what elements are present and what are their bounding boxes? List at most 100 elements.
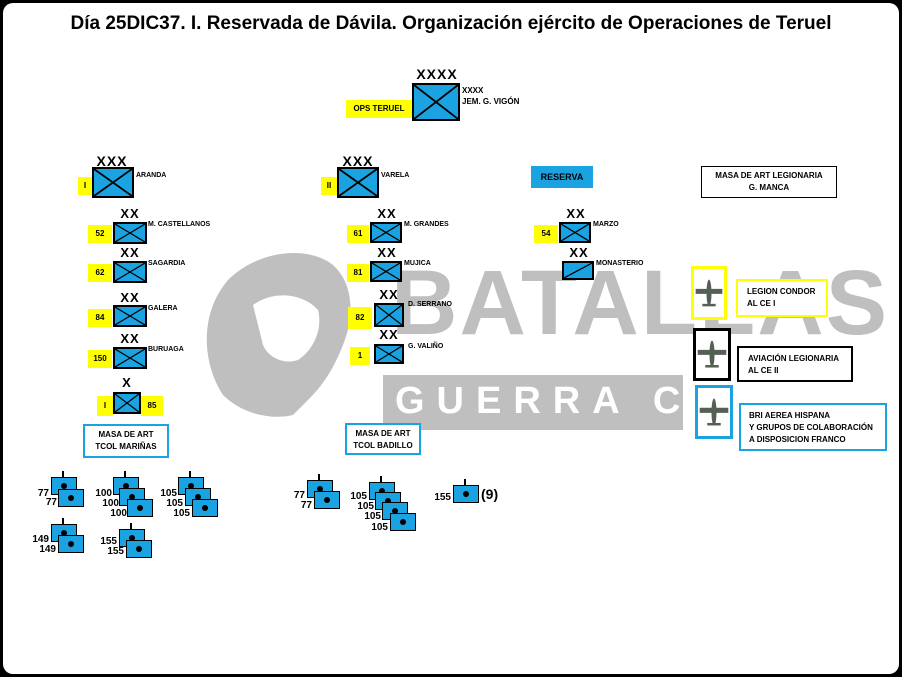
- div-res-2-name: MONASTERIO: [596, 260, 644, 267]
- div-ii-4-number: 1: [350, 347, 370, 365]
- corps-i-echelon: XXX: [96, 153, 128, 169]
- corps-i-numeral: I: [78, 177, 92, 195]
- artillery-battery-icon: [58, 535, 84, 553]
- div-res-1-number: 54: [534, 225, 558, 243]
- div-ii-3-name: D. SERRANO: [408, 301, 452, 308]
- div-i-1-unit-symbol: [113, 222, 147, 244]
- art-ii-2-a: 105: [350, 491, 367, 502]
- div-i-1-echelon: XX: [120, 206, 140, 221]
- watermark-logo-icon: [206, 253, 683, 430]
- artillery-battery-icon: [126, 540, 152, 558]
- art-i-1-b: 77: [45, 497, 57, 508]
- artillery-battery-icon: [453, 479, 479, 503]
- reserva-label: RESERVA: [531, 166, 593, 188]
- div-ii-3-unit-symbol: [374, 303, 404, 327]
- div-res-1-echelon: XX: [566, 206, 586, 221]
- art-i-4-b: 149: [39, 544, 56, 555]
- div-ii-3-number: 82: [348, 307, 372, 329]
- brigade-left-label: I: [97, 396, 113, 416]
- corps-i-commander: ARANDA: [136, 172, 167, 179]
- art-i-3-b: 105: [166, 498, 183, 509]
- legion-condor-plane-icon: [691, 266, 727, 320]
- art-ii-1-b: 77: [300, 500, 312, 511]
- art-i-5-b: 155: [107, 546, 124, 557]
- diagram-frame: Día 25DIC37. I. Reservada de Dávila. Org…: [3, 3, 899, 674]
- art-i-2-a: 100: [95, 488, 112, 499]
- corps-ii-unit-symbol: [337, 167, 379, 198]
- div-res-2-unit-symbol: [562, 261, 594, 280]
- masa-ii-line1: MASA DE ART: [355, 429, 411, 438]
- aviacion-legionaria-plane-icon: [693, 328, 731, 381]
- art-i-3-a: 105: [160, 488, 177, 499]
- corps-ii-numeral: II: [321, 177, 337, 195]
- masa-ii-box: MASA DE ART TCOL BADILLO: [345, 423, 421, 455]
- div-ii-2-echelon: XX: [377, 245, 397, 260]
- artillery-battery-icon: [390, 513, 416, 531]
- brigade-unit-symbol: [113, 392, 141, 414]
- hq-unit-symbol: [412, 83, 460, 121]
- air-2-box: AVIACIÓN LEGIONARIA AL CE II: [737, 346, 853, 382]
- brigade-right-label: 85: [141, 396, 163, 416]
- div-ii-1-unit-symbol: [370, 222, 402, 243]
- art-i-3-c: 105: [173, 508, 190, 519]
- masa-legionaria-box: MASA DE ART LEGIONARIA G. MANCA: [701, 166, 837, 198]
- air-2-line1: AVIACIÓN LEGIONARIA: [748, 354, 839, 363]
- artillery-battery-icon: [58, 489, 84, 507]
- air-3-line3: A DISPOSICION FRANCO: [749, 435, 846, 444]
- div-i-3-name: GALERA: [148, 305, 178, 312]
- div-res-2-echelon: XX: [569, 245, 589, 260]
- div-ii-3-echelon: XX: [379, 287, 399, 302]
- div-ii-4-echelon: XX: [379, 327, 399, 342]
- div-ii-1-number: 61: [347, 225, 369, 243]
- art-ii-3-suffix: (9): [481, 486, 499, 502]
- art-i-4-a: 149: [32, 534, 49, 545]
- art-i-5-a: 155: [100, 536, 117, 547]
- air-1-line2: AL CE I: [747, 299, 776, 308]
- masa-ii-line2: TCOL BADILLO: [353, 441, 413, 450]
- div-i-3-echelon: XX: [120, 290, 140, 305]
- div-i-4-number: 150: [88, 350, 112, 368]
- div-ii-4-name: G. VALIÑO: [408, 343, 444, 350]
- art-i-2-b: 100: [102, 498, 119, 509]
- air-2-line2: AL CE II: [748, 366, 779, 375]
- div-res-1-unit-symbol: [559, 222, 591, 243]
- div-i-2-echelon: XX: [120, 245, 140, 260]
- div-i-1-number: 52: [88, 225, 112, 243]
- hq-echelon: XXXX: [416, 66, 458, 82]
- bri-aerea-plane-icon: [695, 385, 733, 439]
- masa-legionaria-line2: G. MANCA: [748, 183, 790, 192]
- div-i-4-unit-symbol: [113, 347, 147, 369]
- div-i-3-unit-symbol: [113, 305, 147, 327]
- air-3-line1: BRI AEREA HISPANA: [749, 411, 831, 420]
- artillery-battery-icon: [192, 499, 218, 517]
- div-ii-4-unit-symbol: [374, 344, 404, 364]
- air-1-box: LEGION CONDOR AL CE I: [736, 279, 828, 317]
- art-i-2-c: 100: [110, 508, 127, 519]
- div-i-2-unit-symbol: [113, 261, 147, 283]
- page-title: Día 25DIC37. I. Reservada de Dávila. Org…: [70, 13, 832, 34]
- air-3-box: BRI AEREA HISPANA Y GRUPOS DE COLABORACI…: [739, 403, 887, 451]
- corps-ii-echelon: XXX: [342, 153, 374, 169]
- div-i-4-name: BURUAGA: [148, 346, 184, 353]
- brigade-echelon: X: [122, 375, 132, 390]
- div-res-1-name: MARZO: [593, 221, 619, 228]
- artillery-battery-icon: [314, 491, 340, 509]
- corps-ii-commander: VARELA: [381, 172, 410, 179]
- corps-i-unit-symbol: [92, 167, 134, 198]
- art-i-1-a: 77: [37, 488, 49, 499]
- art-ii-3-a: 155: [434, 492, 451, 503]
- art-ii-2-b: 105: [357, 501, 374, 512]
- art-ii-2-d: 105: [371, 522, 388, 533]
- art-ii-1-a: 77: [293, 490, 305, 501]
- div-i-4-echelon: XX: [120, 331, 140, 346]
- masa-legionaria-line1: MASA DE ART LEGIONARIA: [715, 171, 823, 180]
- div-ii-2-number: 81: [347, 264, 369, 282]
- masa-i-box: MASA DE ART TCOL MARIÑAS: [83, 424, 169, 458]
- artillery-battery-icon: [127, 499, 153, 517]
- div-i-3-number: 84: [88, 309, 112, 327]
- div-ii-1-echelon: XX: [377, 206, 397, 221]
- art-ii-2-c: 105: [364, 511, 381, 522]
- masa-i-line2: TCOL MARIÑAS: [95, 442, 157, 451]
- air-3-line2: Y GRUPOS DE COLABORACIÓN: [749, 423, 873, 432]
- div-i-1-name: M. CASTELLANOS: [148, 221, 211, 228]
